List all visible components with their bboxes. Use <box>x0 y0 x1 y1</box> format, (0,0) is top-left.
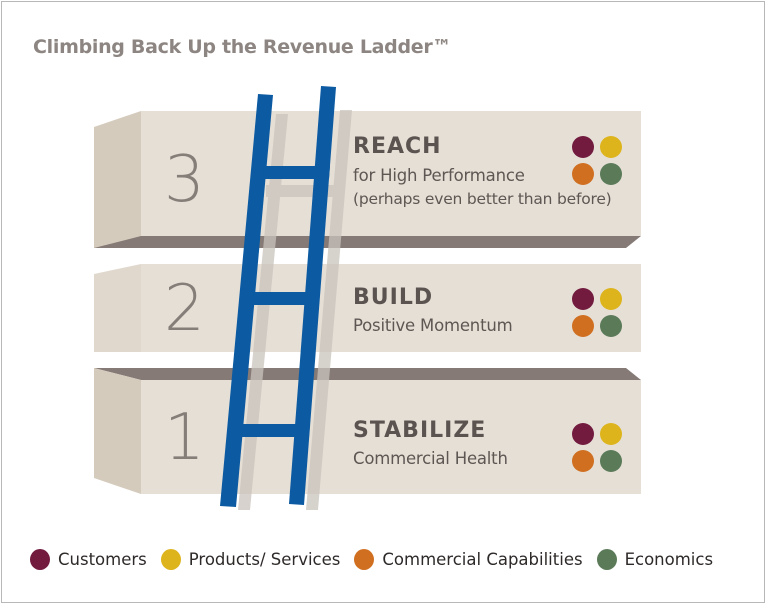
step-number-3: 3 <box>164 143 205 217</box>
step-3-note: (perhaps even better than before) <box>353 190 612 209</box>
products-services-dot <box>600 288 622 310</box>
step-number-2: 2 <box>164 272 205 346</box>
step-3-subtitle: for High Performance <box>353 166 525 185</box>
economics-legend-dot <box>596 549 617 570</box>
step-1-subtitle: Commercial Health <box>353 449 508 468</box>
step-number-1: 1 <box>164 401 205 475</box>
economics-dot <box>600 163 622 185</box>
step-2-text: BUILD Positive Momentum <box>353 285 513 337</box>
ladder-icon <box>220 86 336 507</box>
legend-item-commercial-capabilities: Commercial Capabilities <box>354 549 583 570</box>
step-3-dots <box>572 136 624 186</box>
legend-label: Customers <box>58 550 147 569</box>
step-3-heading: REACH <box>353 134 442 159</box>
legend-item-customers: Customers <box>30 549 147 570</box>
economics-dot <box>600 450 622 472</box>
legend-label: Commercial Capabilities <box>382 550 583 569</box>
economics-dot <box>600 315 622 337</box>
products-services-dot <box>600 423 622 445</box>
legend-item-products-services: Products/ Services <box>160 549 341 570</box>
customers-dot <box>572 423 594 445</box>
customers-legend-dot <box>30 549 50 570</box>
legend: Customers Products/ Services Commercial … <box>30 549 727 570</box>
customers-dot <box>572 288 594 310</box>
diagram-title: Climbing Back Up the Revenue Ladder™ <box>33 36 452 58</box>
step-1-heading: STABILIZE <box>353 418 487 443</box>
step-1-text: STABILIZE Commercial Health <box>353 420 508 470</box>
step-2-heading: BUILD <box>353 285 434 310</box>
legend-item-economics: Economics <box>596 549 714 570</box>
legend-label: Products/ Services <box>188 550 341 569</box>
step-3-text: REACH for High Performance (perhaps even… <box>353 136 612 210</box>
step-2-subtitle: Positive Momentum <box>353 316 513 335</box>
commercial-capabilities-legend-dot <box>354 549 375 570</box>
customers-dot <box>572 136 594 158</box>
products-services-legend-dot <box>160 549 181 570</box>
products-services-dot <box>600 136 622 158</box>
step-block-2 <box>94 264 641 352</box>
step-1-dots <box>572 423 624 473</box>
commercial-capabilities-dot <box>572 163 594 185</box>
commercial-capabilities-dot <box>572 315 594 337</box>
step-block-3 <box>94 111 641 248</box>
step-2-dots <box>572 288 624 338</box>
commercial-capabilities-dot <box>572 450 594 472</box>
legend-label: Economics <box>624 550 714 569</box>
